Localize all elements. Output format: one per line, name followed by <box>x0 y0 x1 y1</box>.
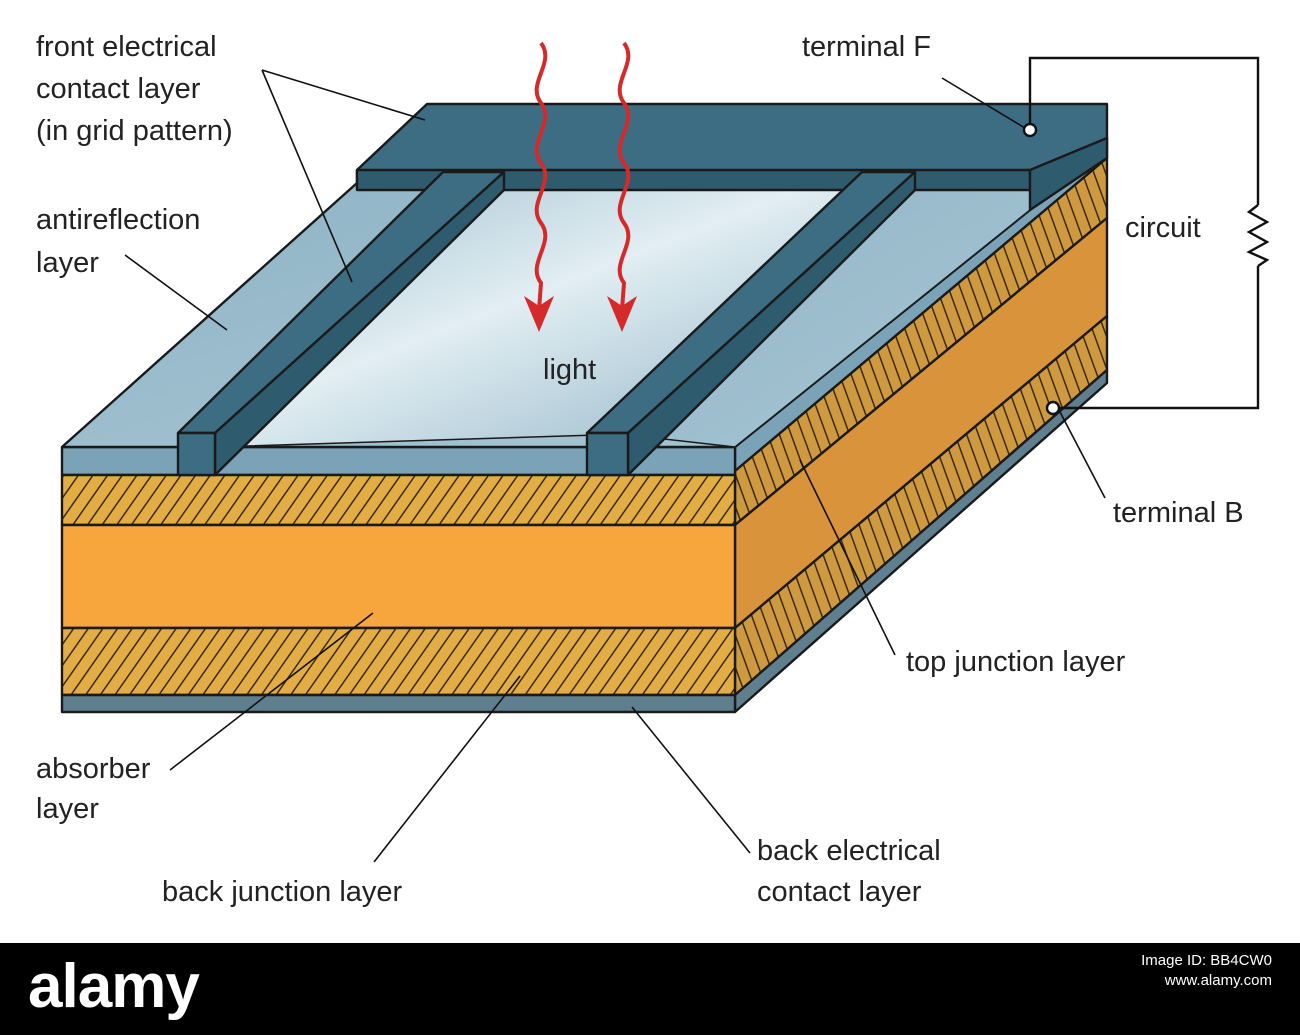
label-absorber-1: absorber <box>36 753 151 785</box>
labels: front electrical contact layer (in grid … <box>36 31 1244 908</box>
external-circuit <box>1022 56 1270 416</box>
label-back-contact-1: back electrical <box>757 835 941 867</box>
label-back-junction: back junction layer <box>162 876 403 908</box>
cell-side-face <box>733 136 1109 714</box>
leader-lines <box>124 69 1106 863</box>
light-arrow-icon <box>617 41 631 311</box>
light-arrow-icon <box>534 41 548 311</box>
grid-finger-right-front <box>585 431 630 477</box>
alamy-logo[interactable]: alamy <box>28 952 200 1021</box>
label-front-contact-3: (in grid pattern) <box>36 115 233 147</box>
label-antireflection-2: layer <box>36 247 99 279</box>
label-circuit: circuit <box>1125 212 1201 244</box>
light-arrows <box>524 41 637 332</box>
grid-finger-left-front <box>176 431 217 477</box>
resistor-icon <box>1246 204 1270 267</box>
absorber-front <box>60 523 737 630</box>
site-link[interactable]: www.alamy.com <box>1164 972 1272 989</box>
label-front-contact-1: front electrical <box>36 31 217 63</box>
cell-front-face <box>60 445 737 714</box>
back-junction-front <box>60 626 737 697</box>
back-contact-front <box>60 693 737 714</box>
light-arrowhead-icon <box>524 296 554 332</box>
footer-bar: alamy Image ID: BB4CW0 www.alamy.com <box>0 943 1300 1035</box>
terminal-dot-icon <box>1022 122 1038 138</box>
label-top-junction: top junction layer <box>906 646 1126 678</box>
terminal-dot-icon <box>1045 400 1061 416</box>
label-absorber-2: layer <box>36 793 99 825</box>
top-junction-front <box>60 473 737 527</box>
label-terminal-f: terminal F <box>802 31 931 63</box>
label-antireflection-1: antireflection <box>36 204 200 236</box>
label-terminal-b: terminal B <box>1113 497 1244 529</box>
circuit-wire <box>1053 266 1260 410</box>
diagram-canvas: front electrical contact layer (in grid … <box>36 31 1270 908</box>
light-arrowhead-icon <box>607 296 637 332</box>
contact-busbar-side <box>1028 136 1109 212</box>
label-front-contact-2: contact layer <box>36 73 201 105</box>
image-id-block: Image ID: BB4CW0 www.alamy.com <box>1141 951 1272 991</box>
image-id-label: Image ID: BB4CW0 <box>1141 952 1272 969</box>
circuit-wire <box>1028 56 1260 205</box>
label-light: light <box>543 354 596 386</box>
label-back-contact-2: contact layer <box>757 876 922 908</box>
